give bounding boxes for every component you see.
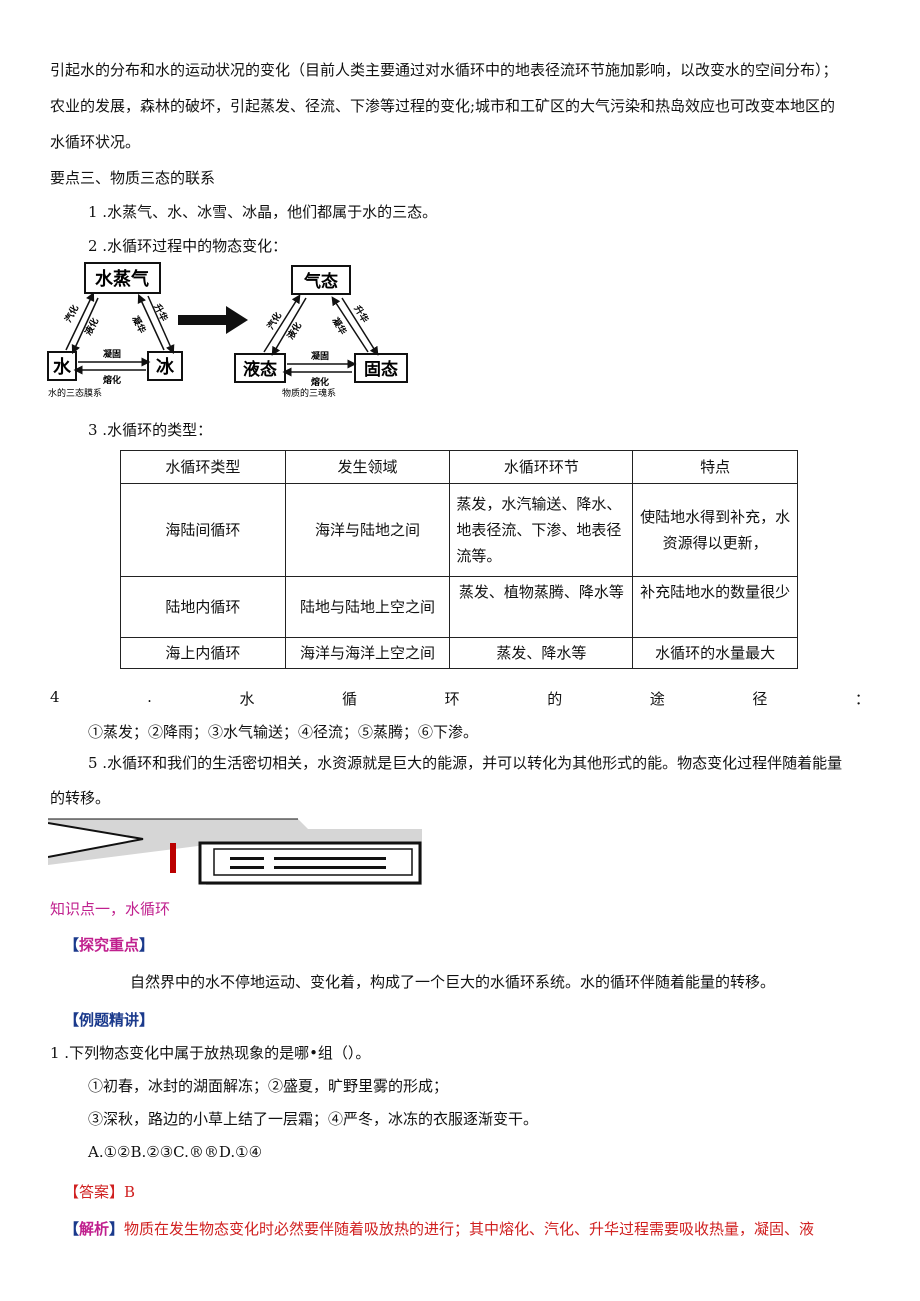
explore-text: 自然界中的水不停地运动、变化着，构成了一个巨大的水循环系统。水的循环伴随着能量的… [130,973,776,991]
item-3: 3 .水循环的类型： [88,421,213,439]
item-4-heading: 4 . 水 循 环 的 途 径 ： [50,688,870,708]
key-point-3-heading: 要点三、物质三态的联系 [50,169,216,187]
item-5-line-1: 5 .水循环和我们的生活密切相关，水资源就是巨大的能源，并可以转化为其他形式的能… [88,754,843,772]
transition-arrow-icon [178,306,248,334]
item-1: 1 .水蒸气、水、冰雪、冰晶，他们都属于水的三态。 [88,203,438,221]
table-header-cell: 发生领域 [284,450,451,484]
analysis-line: 【解析】物质在发生物态变化时必然要伴随着吸放热的进行；其中熔化、汽化、升华过程需… [64,1220,815,1238]
box-water-label: 水 [53,356,72,378]
label-sublimate-r: 升华 [351,303,371,325]
box-solid-label: 固态 [364,359,398,380]
decorative-graphic [48,817,422,885]
label-vaporize-r: 汽化 [264,310,284,332]
label-vaporize: 汽化 [62,303,81,325]
table-cell: 蒸发，水汽输送、降水、地表径流、下渗、地表径流等。 [449,483,634,577]
label-melt: 熔化 [103,374,121,386]
para-line-2: 农业的发展，森林的破坏，引起蒸发、径流、下渗等过程的变化;城市和工矿区的大气污染… [50,97,836,115]
example-tag: 【例题精讲】 [64,1011,155,1029]
table-row: 陆地内循环 陆地与陆地上空之间 蒸发、植物蒸腾、降水等 补充陆地水的数量很少 [120,576,798,638]
table-cell: 使陆地水得到补充，水资源得以更新， [632,483,798,577]
caption-left: 水的三态膜系 [48,387,102,399]
explore-key-tag: 【探究重点】 [64,936,155,954]
table-row: 海上内循环 海洋与海洋上空之间 蒸发、降水等 水循环的水量最大 [120,637,798,669]
table-cell: 陆地与陆地上空之间 [284,576,451,638]
box-gas-label: 气态 [303,271,338,292]
table-row: 海陆间循环 海洋与陆地之间 蒸发，水汽输送、降水、地表径流、下渗、地表径流等。 … [120,483,798,577]
box-liquid-label: 液态 [243,359,277,380]
label-desublimate: 凝华 [129,314,148,336]
question-option-line-1: ①初春，冰封的湖面解冻；②盛夏，旷野里雾的形成； [88,1077,449,1095]
water-cycle-types-table: 水循环类型 发生领域 水循环环节 特点 海陆间循环 海洋与陆地之间 蒸发，水汽输… [120,450,798,669]
three-states-diagram-matter: 气态 液态 固态 汽化 液化 升华 凝华 凝固 熔化 物质的三魂系 [234,265,408,399]
table-cell: 海上内循环 [120,637,286,669]
table-cell: 蒸发、植物蒸腾、降水等 [449,576,634,638]
box-liquid [234,353,286,383]
question-choices: A.①②B.②③C.®®D.①④ [88,1143,263,1161]
item-5-line-2: 的转移。 [50,789,111,807]
label-melt-r: 熔化 [311,376,329,388]
table-header-row: 水循环类型 发生领域 水循环环节 特点 [120,450,798,484]
answer-line: 【答案】B [64,1183,136,1201]
box-water [47,351,77,381]
para-line-1: 引起水的分布和水的运动状况的变化（目前人类主要通过对水循环中的地表径流环节施加影… [50,61,838,79]
table-cell: 海洋与陆地之间 [284,483,451,577]
box-water-vapor [84,262,161,294]
question-1: 1 .下列物态变化中属于放热现象的是哪•组（）。 [50,1044,371,1062]
table-cell: 补充陆地水的数量很少 [632,576,798,638]
label-solidify-r: 凝固 [311,350,329,362]
label-solidify: 凝固 [103,348,121,360]
caption-right: 物质的三魂系 [282,387,336,399]
table-header-cell: 水循环环节 [449,450,634,484]
table-cell: 陆地内循环 [120,576,286,638]
table-header-cell: 特点 [632,450,798,484]
item-2: 2 .水循环过程中的物态变化： [88,237,288,255]
question-option-line-2: ③深秋，路边的小草上结了一层霜；④严冬，冰冻的衣服逐渐变干。 [88,1110,539,1128]
box-ice [147,351,183,381]
three-states-diagram-water: 水蒸气 水 冰 汽化 液化 升华 凝华 凝固 熔化 水的三态膜系 [47,262,183,399]
box-water-vapor-label: 水蒸气 [95,268,149,290]
table-cell: 水循环的水量最大 [632,637,798,669]
table-cell: 海陆间循环 [120,483,286,577]
item-4-list: ①蒸发；②降雨；③水气输送；④径流；⑤蒸腾；⑥下渗。 [88,723,479,741]
box-gas [291,265,351,295]
table-cell: 海洋与海洋上空之间 [284,637,451,669]
box-ice-label: 冰 [156,356,175,378]
label-sublimate: 升华 [151,302,170,324]
table-cell: 蒸发、降水等 [449,637,634,669]
knowledge-point-title: 知识点一，水循环 [50,900,171,918]
para-line-3: 水循环状况。 [50,133,141,151]
table-header-cell: 水循环类型 [120,450,286,484]
